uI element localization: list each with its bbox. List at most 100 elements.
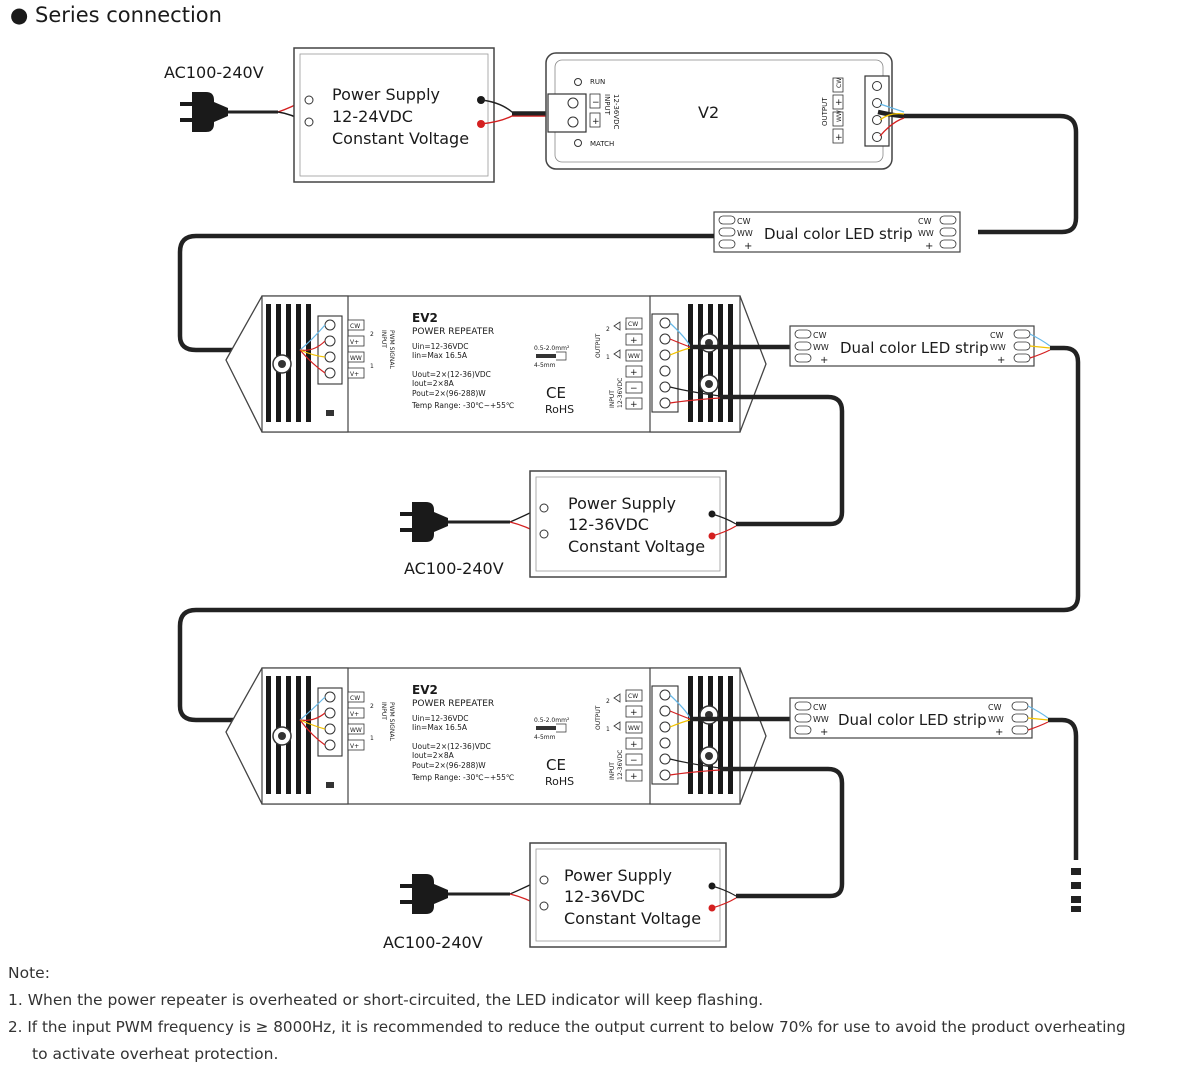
svg-text:Iin=Max 16.5A: Iin=Max 16.5A xyxy=(412,351,468,360)
svg-text:RoHS: RoHS xyxy=(545,403,574,416)
svg-text:EV2: EV2 xyxy=(412,311,438,325)
svg-text:POWER REPEATER: POWER REPEATER xyxy=(412,327,494,337)
svg-text:V+: V+ xyxy=(350,371,359,378)
svg-text:INPUT: INPUT xyxy=(609,762,616,780)
led-strip-1: CW WW + Dual color LED strip CW WW + xyxy=(713,211,961,253)
svg-text:12-36VDC: 12-36VDC xyxy=(612,94,620,130)
note-item-2-continued: to activate overheat protection. xyxy=(32,1045,279,1063)
ev2-repeater-1: CW V+ WW V+ 2 1 INPUT PWM SIGNAL EV2 POW… xyxy=(225,295,767,433)
svg-text:CW: CW xyxy=(350,323,360,330)
svg-text:POWER REPEATER: POWER REPEATER xyxy=(412,699,494,709)
svg-text:12-36VDC: 12-36VDC xyxy=(617,378,624,408)
power-supply-repeater-1: Power Supply 12-36VDC Constant Voltage xyxy=(529,470,727,578)
svg-text:+: + xyxy=(630,368,638,378)
svg-text:+: + xyxy=(997,355,1005,366)
svg-text:+: + xyxy=(630,708,638,718)
svg-text:V+: V+ xyxy=(350,743,359,750)
svg-text:CE: CE xyxy=(546,384,566,402)
ac-input-label: AC100-240V xyxy=(404,559,504,578)
svg-text:+: + xyxy=(630,400,638,410)
svg-text:Constant Voltage: Constant Voltage xyxy=(332,129,469,148)
svg-text:INPUT: INPUT xyxy=(603,94,611,116)
svg-text:OUTPUT: OUTPUT xyxy=(595,705,602,730)
svg-text:Power Supply: Power Supply xyxy=(568,494,676,513)
svg-text:0.5-2.0mm²: 0.5-2.0mm² xyxy=(534,717,570,724)
svg-text:PWM SIGNAL: PWM SIGNAL xyxy=(388,702,395,741)
svg-text:Iin=Max 16.5A: Iin=Max 16.5A xyxy=(412,723,468,732)
svg-text:INPUT: INPUT xyxy=(609,390,616,408)
ac-input-label: AC100-240V xyxy=(164,63,264,82)
note-item-2: 2. If the input PWM frequency is ≥ 8000H… xyxy=(8,1018,1126,1036)
svg-text:Uin=12-36VDC: Uin=12-36VDC xyxy=(412,714,469,723)
svg-text:CW: CW xyxy=(737,217,751,226)
svg-text:Dual color LED strip: Dual color LED strip xyxy=(840,339,989,357)
svg-text:−: − xyxy=(630,384,638,394)
svg-text:1: 1 xyxy=(370,735,374,742)
svg-text:WW: WW xyxy=(918,229,934,238)
svg-text:CW: CW xyxy=(813,703,827,712)
continuation-dots xyxy=(1071,868,1081,912)
svg-text:−: − xyxy=(592,98,600,108)
svg-text:+: + xyxy=(630,336,638,346)
svg-text:WW: WW xyxy=(990,343,1006,352)
svg-text:Dual color LED strip: Dual color LED strip xyxy=(764,225,913,243)
svg-text:RoHS: RoHS xyxy=(545,775,574,788)
svg-text:Uout=2×(12-36)VDC: Uout=2×(12-36)VDC xyxy=(412,370,491,379)
svg-text:+: + xyxy=(820,355,828,366)
svg-text:CW: CW xyxy=(988,703,1002,712)
svg-text:12-36VDC: 12-36VDC xyxy=(568,515,649,534)
svg-text:+: + xyxy=(835,98,843,108)
power-supply-top: Power Supply 12-24VDC Constant Voltage xyxy=(293,47,495,183)
svg-text:MATCH: MATCH xyxy=(590,140,614,148)
svg-text:+: + xyxy=(744,241,752,252)
svg-text:2: 2 xyxy=(370,703,374,710)
ac-input-label: AC100-240V xyxy=(383,933,483,952)
svg-text:Pout=2×(96-288)W: Pout=2×(96-288)W xyxy=(412,389,486,398)
svg-text:1: 1 xyxy=(606,354,610,361)
led-strip-3: CW WW + Dual color LED strip CW WW + xyxy=(789,697,1033,739)
svg-text:Temp Range: -30℃~+55℃: Temp Range: -30℃~+55℃ xyxy=(411,773,514,782)
svg-text:WW: WW xyxy=(813,343,829,352)
note-item-1: 1. When the power repeater is overheated… xyxy=(8,991,764,1009)
svg-text:1: 1 xyxy=(370,363,374,370)
svg-text:CW: CW xyxy=(350,695,360,702)
svg-text:RUN: RUN xyxy=(590,78,605,86)
svg-text:Power Supply: Power Supply xyxy=(332,85,440,104)
svg-text:Iout=2×8A: Iout=2×8A xyxy=(412,379,455,388)
svg-text:+: + xyxy=(630,740,638,750)
svg-text:INPUT: INPUT xyxy=(380,702,387,720)
svg-text:CW: CW xyxy=(813,331,827,340)
svg-text:CE: CE xyxy=(546,756,566,774)
svg-text:Uin=12-36VDC: Uin=12-36VDC xyxy=(412,342,469,351)
svg-text:+: + xyxy=(592,117,600,127)
svg-text:INPUT: INPUT xyxy=(380,330,387,348)
note-title: Note: xyxy=(8,964,50,982)
svg-text:4-5mm: 4-5mm xyxy=(534,734,556,741)
svg-text:+: + xyxy=(630,772,638,782)
svg-text:Power Supply: Power Supply xyxy=(564,866,672,885)
svg-text:CW: CW xyxy=(918,217,932,226)
svg-text:WW: WW xyxy=(813,715,829,724)
svg-text:12-24VDC: 12-24VDC xyxy=(332,107,413,126)
svg-text:Temp Range: -30℃~+55℃: Temp Range: -30℃~+55℃ xyxy=(411,401,514,410)
plug-icon xyxy=(400,502,448,542)
svg-text:OUTPUT: OUTPUT xyxy=(595,333,602,358)
svg-text:WW: WW xyxy=(836,110,843,122)
svg-text:1: 1 xyxy=(606,726,610,733)
svg-text:CW: CW xyxy=(628,321,638,328)
svg-text:PWM SIGNAL: PWM SIGNAL xyxy=(388,330,395,369)
led-strip-2: CW WW + Dual color LED strip CW WW + xyxy=(789,325,1035,367)
svg-text:WW: WW xyxy=(628,353,640,360)
svg-text:V2: V2 xyxy=(698,103,719,122)
svg-text:Constant Voltage: Constant Voltage xyxy=(568,537,705,556)
svg-text:−: − xyxy=(630,756,638,766)
svg-text:4-5mm: 4-5mm xyxy=(534,362,556,369)
plug-icon xyxy=(180,92,228,132)
svg-text:+: + xyxy=(835,133,843,143)
svg-text:WW: WW xyxy=(350,727,362,734)
svg-text:+: + xyxy=(995,727,1003,738)
svg-text:WW: WW xyxy=(628,725,640,732)
svg-text:Uout=2×(12-36)VDC: Uout=2×(12-36)VDC xyxy=(412,742,491,751)
svg-text:Dual color LED strip: Dual color LED strip xyxy=(838,711,987,729)
section-heading: ● Series connection xyxy=(10,3,222,27)
